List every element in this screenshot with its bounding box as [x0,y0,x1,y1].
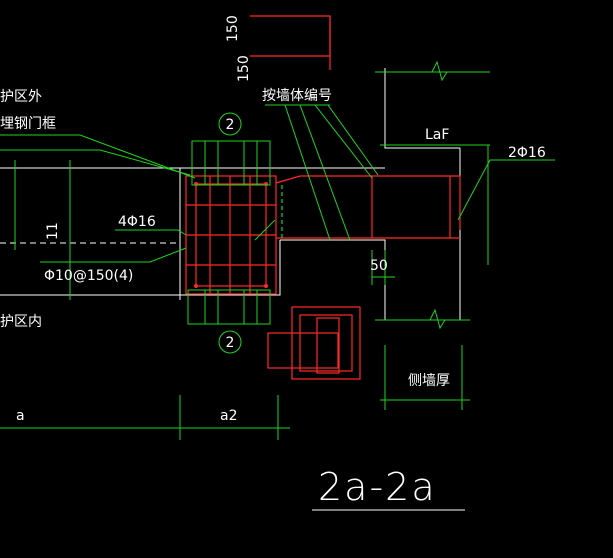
label-rebar-left: 4Φ16 [118,214,156,230]
break-mark-top [431,60,448,82]
hook-detail-top: 150 150 [225,15,331,82]
plate-stud [316,317,340,374]
label-dim-a2: a2 [220,408,238,424]
wall-bar-top [275,175,461,230]
leader-wall-number-2 [299,104,351,241]
leader-2phi16 [457,159,555,221]
label-dim-tick: 11 [45,222,61,240]
section-bottom-box [187,289,271,325]
break-mark-bottom [429,308,446,330]
bar-dot-4 [264,284,268,288]
section-mark-bottom-circle [218,330,242,354]
label-rebar-right: 2Φ16 [508,145,546,161]
leader-4phi16 [115,229,187,236]
bar-dot-3 [194,284,198,288]
wall-right-top [384,68,460,149]
section-marks: 2 2 [187,112,271,354]
label-side-wall-thickness: 侧墙厚 [408,373,450,389]
dimensions [0,60,490,440]
plate-inner [299,314,353,372]
leader-stirrup [40,247,187,263]
leader-protect-outside [0,149,191,176]
leader-steel-frame [0,134,196,179]
plate-detail [267,306,361,380]
wall-right-bottom [280,239,386,320]
label-stirrup: Φ10@150(4) [44,268,133,284]
label-laf: LaF [425,127,449,143]
plate-bar [267,332,339,369]
section-title: 2a-2a [318,465,437,509]
section-mark-top-circle [218,112,242,136]
leaders [0,104,555,263]
section-mark-bottom: 2 [226,335,235,351]
leader-tie [254,219,276,241]
label-protect-zone-inside: 护区内 [0,314,42,330]
section-top-box [191,140,271,186]
section-mark-top: 2 [226,117,235,133]
column-bottom-edge [180,240,281,296]
dim-150-top: 150 [225,15,241,42]
label-dim-a: a [16,408,25,424]
label-per-wall-number: 按墙体编号 [262,88,332,104]
label-embedded-steel-frame: 埋钢门框 [0,116,56,132]
label-protect-zone-outside: 护区外 [0,89,42,105]
leader-wall-number-4 [327,104,379,176]
leader-wall-number-1 [284,104,331,241]
plate-outer [291,306,361,380]
dim-150-bottom: 150 [236,55,252,82]
label-dim-50: 50 [370,258,388,274]
leader-wall-number-3 [314,104,373,179]
